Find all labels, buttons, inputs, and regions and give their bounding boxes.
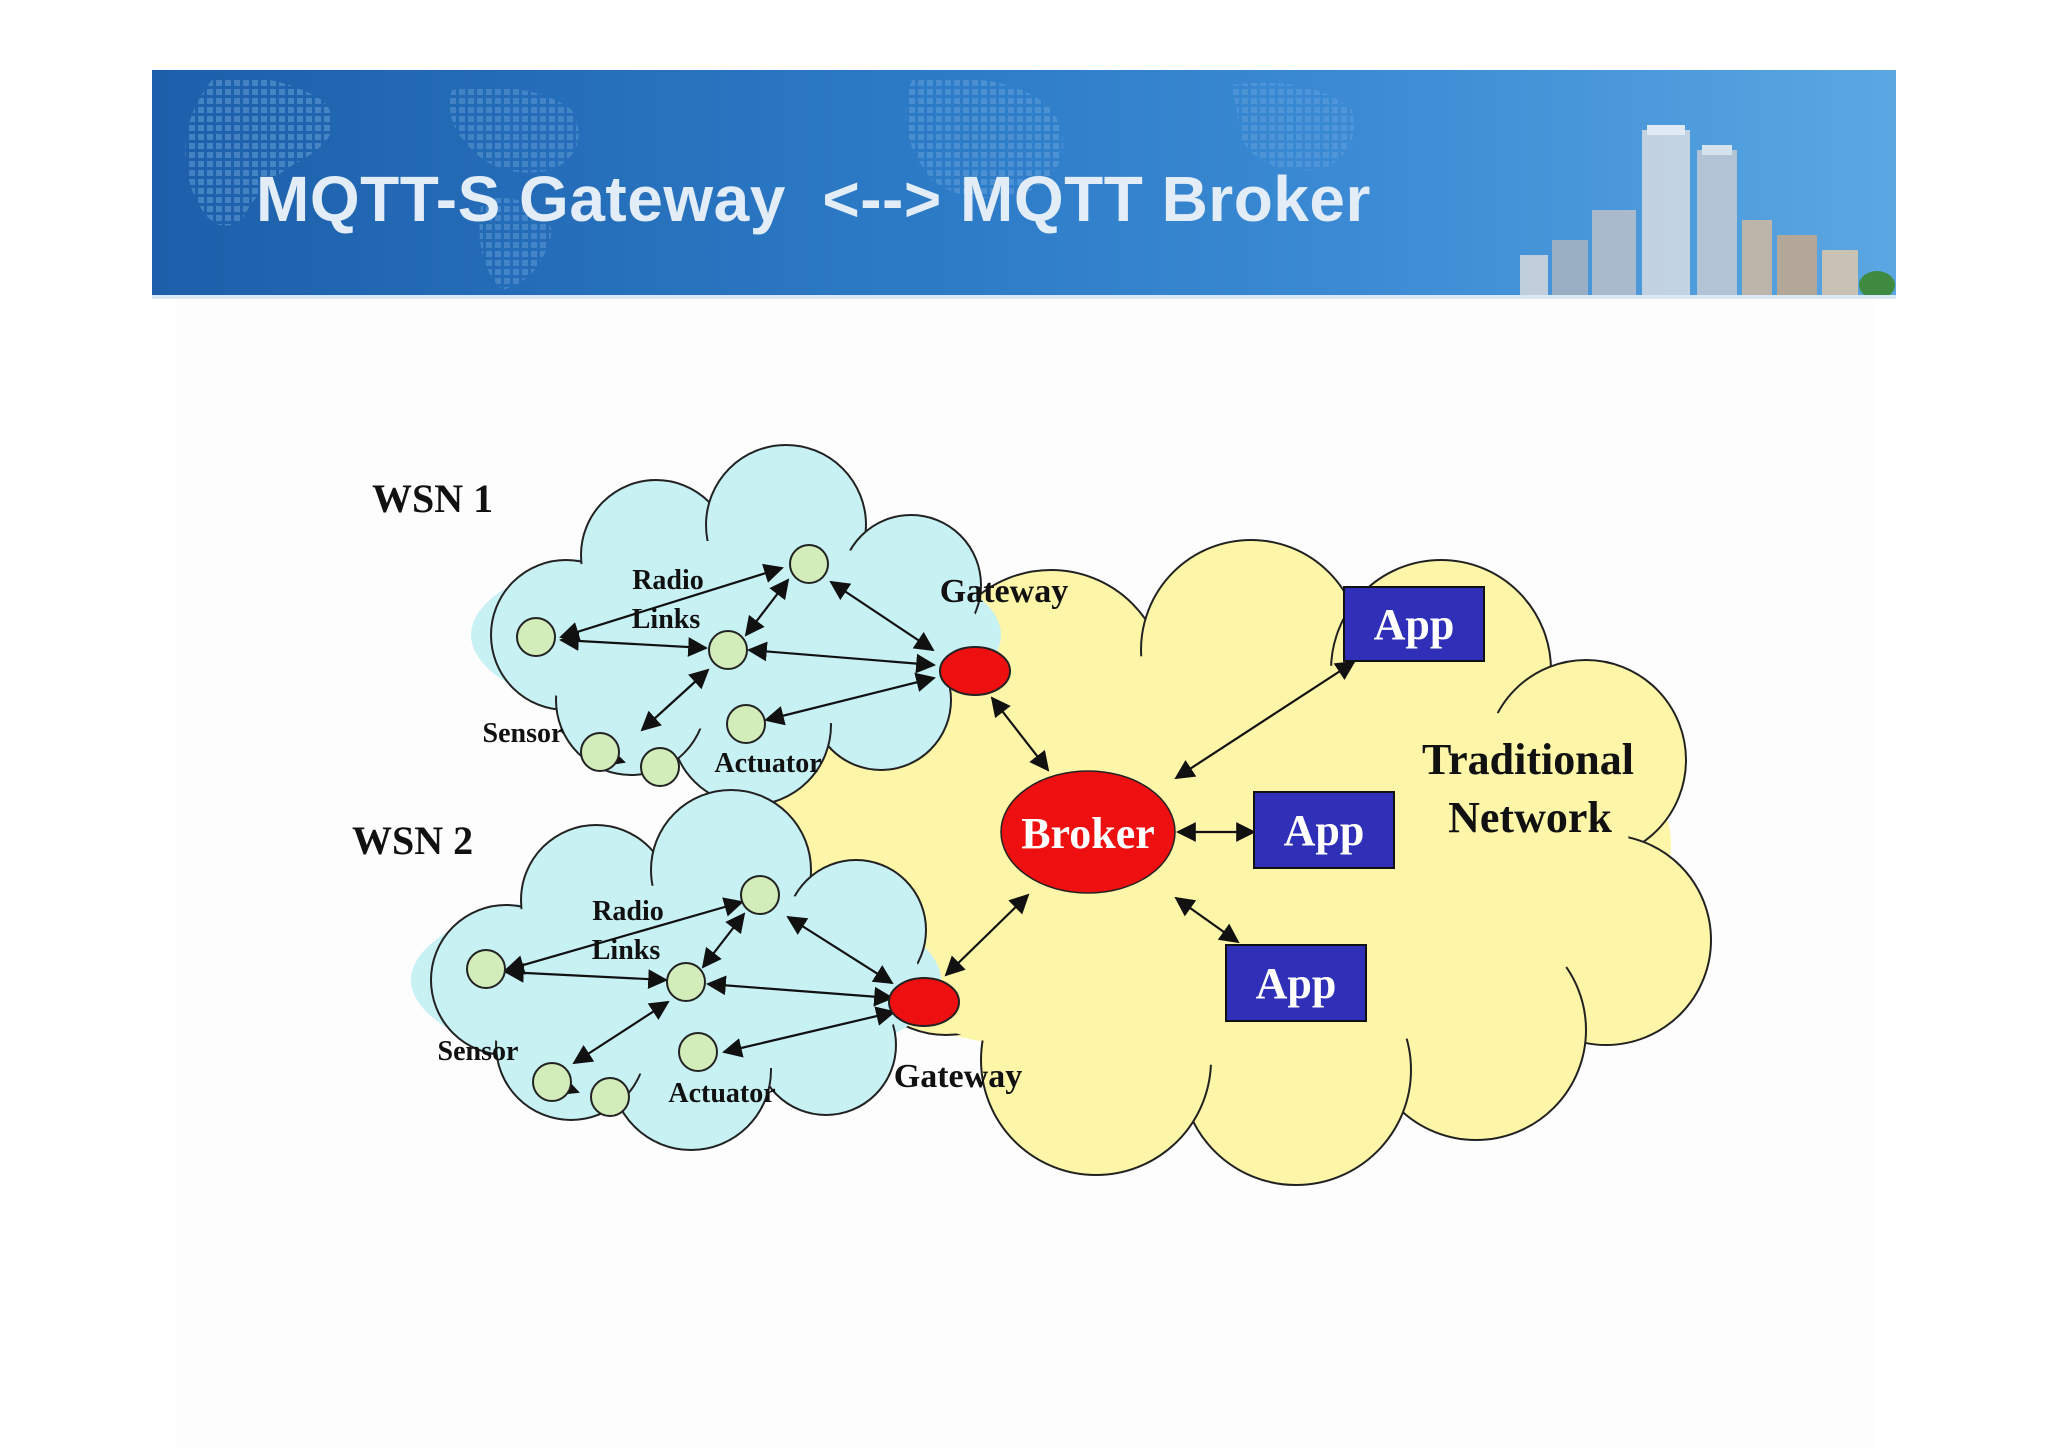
app-box: App (1343, 586, 1485, 662)
banner-background-art (185, 77, 1895, 295)
wsn2-sensor-label: Sensor (438, 1036, 519, 1067)
app-box: App (1253, 791, 1395, 869)
mqtt-network-diagram: Broker App App App WSN 1 WSN 2 Radio Lin… (352, 444, 1712, 1186)
wsn1-actuator-label: Actuator (714, 748, 821, 779)
world-map-shape (479, 198, 552, 290)
slide-body: Broker App App App WSN 1 WSN 2 Radio Lin… (176, 300, 1876, 1448)
sensor-node (466, 949, 506, 989)
sensor-node (666, 962, 706, 1002)
wsn1-sensor-label: Sensor (483, 718, 564, 749)
slide-title: MQTT-S Gateway <--> MQTT Broker (256, 163, 1371, 235)
wsn2-radio-label: Radio (592, 896, 664, 927)
traditional-label: Traditional (1422, 735, 1634, 784)
wsn2-gateway-node (888, 977, 960, 1027)
app-label: App (1284, 806, 1365, 855)
wsn1-title: WSN 1 (372, 476, 493, 521)
world-map-shape (449, 87, 579, 173)
app-box: App (1225, 944, 1367, 1022)
backbone-links (944, 660, 1356, 977)
wsn1-nodes (516, 544, 829, 787)
actuator-node (726, 704, 766, 744)
app-label: App (1374, 600, 1455, 649)
wsn1-gateway-label: Gateway (940, 573, 1068, 610)
sensor-node (580, 732, 620, 772)
sensor-node (789, 544, 829, 584)
world-map-shape (185, 77, 334, 226)
world-map-shape (905, 78, 1064, 198)
wsn2-title: WSN 2 (352, 818, 473, 863)
wsn1-gateway-node (939, 646, 1011, 696)
world-map-shape (1232, 82, 1354, 171)
sensor-node (532, 1062, 572, 1102)
wsn2-nodes (466, 875, 780, 1117)
wsn1-radio-label: Radio (632, 565, 704, 596)
actuator-node (678, 1032, 718, 1072)
broker-node (1000, 770, 1176, 894)
title-banner: MQTT-S Gateway <--> MQTT Broker (152, 70, 1896, 299)
city-skyline (1520, 125, 1895, 295)
sensor-node (516, 617, 556, 657)
app-label: App (1256, 959, 1337, 1008)
sensor-node (590, 1077, 630, 1117)
wsn2-gateway-label: Gateway (894, 1058, 1022, 1095)
sensor-node (740, 875, 780, 915)
wsn1-links-label: Links (632, 604, 701, 635)
broker-label: Broker (1021, 809, 1155, 858)
network-label: Network (1448, 793, 1612, 842)
wsn2-actuator-label: Actuator (668, 1078, 775, 1109)
sensor-node (708, 630, 748, 670)
wsn2-links-label: Links (592, 935, 661, 966)
sensor-node (640, 747, 680, 787)
